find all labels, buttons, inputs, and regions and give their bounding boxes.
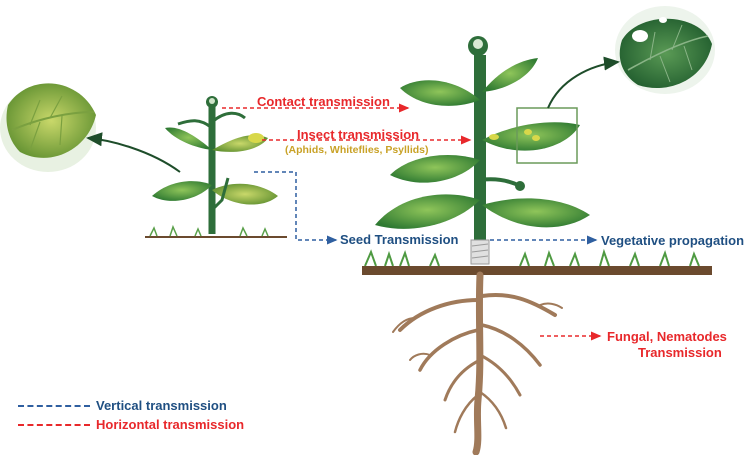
legend-vertical-line	[18, 405, 90, 407]
roots	[392, 271, 563, 455]
legend-horizontal-label: Horizontal transmission	[96, 417, 245, 432]
vegetative-propagation-label: Vegetative propagation	[601, 233, 745, 248]
damaged-leaf-closeup	[615, 6, 715, 94]
insect-transmission-label: Insect transmission	[297, 127, 420, 142]
small-plant	[145, 96, 287, 238]
mottled-leaf-closeup	[0, 83, 96, 172]
legend-vertical-label: Vertical transmission	[96, 398, 227, 413]
zoom-arrow-right	[547, 56, 620, 109]
seed-transmission-label: Seed Transmission	[340, 232, 459, 247]
contact-transmission-label: Contact transmission	[257, 94, 390, 109]
zoom-box	[516, 107, 578, 164]
zoom-arrow-left	[86, 132, 181, 173]
fungal-transmission-label: Transmission	[638, 345, 722, 360]
insect-vectors-label: (Aphids, Whiteflies, Psyllids)	[285, 144, 429, 156]
fungal-nematodes-label: Fungal, Nematodes	[607, 329, 727, 344]
seed-arrow	[254, 171, 338, 245]
legend-horizontal-line	[18, 424, 90, 426]
large-plant	[362, 36, 712, 455]
